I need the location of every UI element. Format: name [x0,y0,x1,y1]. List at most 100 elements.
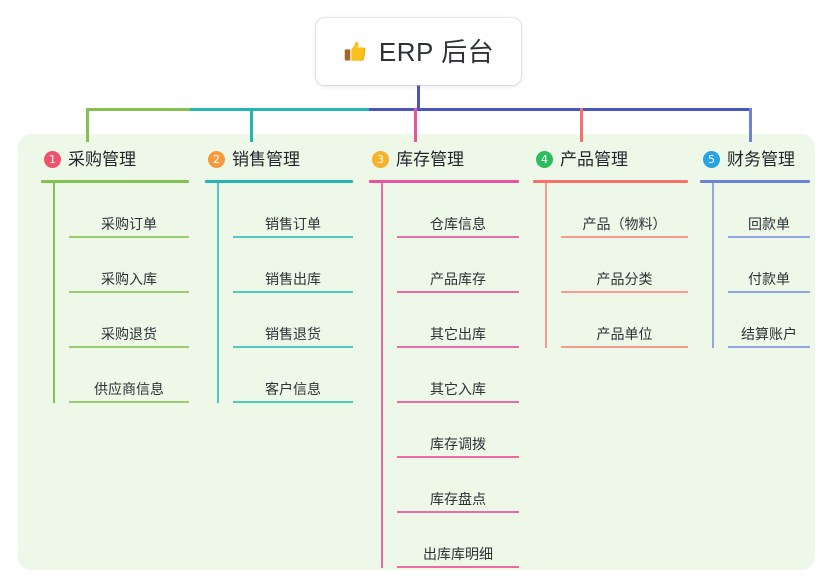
thumbs-up-icon [344,41,366,61]
list-item-rule [561,236,688,238]
list-item[interactable]: 产品库存 [397,238,519,293]
list-item[interactable]: 产品单位 [561,293,688,348]
connector-drop-col1 [86,108,89,142]
column-title-1: 采购管理 [68,149,136,169]
column-inventory: 3 库存管理 仓库信息 产品库存 其它出库 其它入库 库存调拨 库存盘点 [369,146,519,568]
list-item-label: 回款单 [748,216,790,232]
list-item[interactable]: 产品（物料） [561,183,688,238]
connector-drop-col2 [250,108,253,142]
list-item-rule [69,401,189,403]
column-header-5[interactable]: 5 财务管理 [700,146,810,172]
column-badge-1: 1 [44,150,61,168]
list-item-label: 出库库明细 [423,546,493,562]
list-item-label: 客户信息 [265,381,321,397]
column-badge-5: 5 [703,150,720,168]
list-item-label: 结算账户 [741,326,797,342]
root-node-content: ERP 后台 [343,39,494,65]
list-item-rule [561,346,688,348]
list-item[interactable]: 销售退货 [233,293,353,348]
column-header-2[interactable]: 2 销售管理 [205,146,353,172]
list-item[interactable]: 采购订单 [69,183,189,238]
list-item-rule [397,401,519,403]
list-item-rule [233,291,353,293]
list-item-label: 产品单位 [596,326,653,342]
list-item-rule [561,291,688,293]
column-items-3: 仓库信息 产品库存 其它出库 其它入库 库存调拨 库存盘点 出库库明细 [381,183,519,568]
list-item[interactable]: 出库库明细 [397,513,519,568]
column-product: 4 产品管理 产品（物料） 产品分类 产品单位 [533,146,688,348]
list-item-label: 其它入库 [430,381,486,397]
connector-bus-col1-col2 [87,108,192,111]
column-header-1[interactable]: 1 采购管理 [41,146,189,172]
list-item[interactable]: 其它出库 [397,293,519,348]
list-item-rule [69,346,189,348]
list-item[interactable]: 结算账户 [728,293,810,348]
list-item-label: 销售出库 [265,271,321,287]
list-item-rule [728,236,810,238]
list-item-rule [397,456,519,458]
list-item-rule [69,291,189,293]
column-title-3: 库存管理 [396,149,464,169]
list-item[interactable]: 其它入库 [397,348,519,403]
column-title-2: 销售管理 [232,149,300,169]
list-item-rule [233,346,353,348]
column-spine-2 [217,183,219,403]
connector-root-trunk [417,85,420,110]
column-rule-3 [369,180,519,183]
root-node-title: ERP 后台 [378,36,495,67]
column-rule-4 [533,180,688,183]
list-item[interactable]: 采购退货 [69,293,189,348]
connector-bus-col3-col5 [369,108,751,111]
list-item-label: 供应商信息 [94,381,164,397]
connector-drop-col4 [580,108,583,142]
list-item[interactable]: 采购入库 [69,238,189,293]
column-header-4[interactable]: 4 产品管理 [533,146,688,172]
list-item[interactable]: 库存调拨 [397,403,519,458]
list-item[interactable]: 回款单 [728,183,810,238]
list-item-label: 库存调拨 [430,436,486,452]
diagram-panel [18,134,815,570]
list-item-label: 产品分类 [596,271,653,287]
column-spine-5 [712,183,714,348]
connector-drop-col5 [749,108,752,142]
list-item[interactable]: 销售出库 [233,238,353,293]
list-item[interactable]: 付款单 [728,238,810,293]
list-item-label: 库存盘点 [430,491,486,507]
column-items-1: 采购订单 采购入库 采购退货 供应商信息 [53,183,189,403]
list-item-label: 付款单 [748,271,790,287]
column-finance: 5 财务管理 回款单 付款单 结算账户 [700,146,810,348]
list-item[interactable]: 库存盘点 [397,458,519,513]
list-item-label: 采购入库 [101,271,157,287]
list-item[interactable]: 供应商信息 [69,348,189,403]
list-item-label: 销售退货 [265,326,321,342]
list-item-rule [397,291,519,293]
column-sales: 2 销售管理 销售订单 销售出库 销售退货 客户信息 [205,146,353,403]
list-item-rule [233,401,353,403]
list-item-label: 仓库信息 [430,216,486,232]
column-title-5: 财务管理 [727,149,795,169]
list-item-rule [69,236,189,238]
connector-bus-col2-col3 [190,108,371,111]
list-item-rule [397,511,519,513]
list-item[interactable]: 销售订单 [233,183,353,238]
column-rule-1 [41,180,189,183]
list-item-label: 其它出库 [430,326,486,342]
column-title-4: 产品管理 [560,149,628,169]
list-item[interactable]: 客户信息 [233,348,353,403]
list-item-label: 销售订单 [265,216,321,232]
column-header-3[interactable]: 3 库存管理 [369,146,519,172]
list-item-label: 产品库存 [430,271,486,287]
list-item[interactable]: 仓库信息 [397,183,519,238]
column-items-2: 销售订单 销售出库 销售退货 客户信息 [217,183,353,403]
column-rule-2 [205,180,353,183]
column-rule-5 [700,180,810,183]
list-item-rule [397,566,519,568]
column-spine-3 [381,183,383,568]
column-spine-1 [53,183,55,403]
list-item[interactable]: 产品分类 [561,238,688,293]
list-item-rule [728,291,810,293]
column-items-4: 产品（物料） 产品分类 产品单位 [545,183,688,348]
root-node-card[interactable]: ERP 后台 [316,18,521,85]
list-item-rule [728,346,810,348]
column-badge-4: 4 [536,150,553,168]
